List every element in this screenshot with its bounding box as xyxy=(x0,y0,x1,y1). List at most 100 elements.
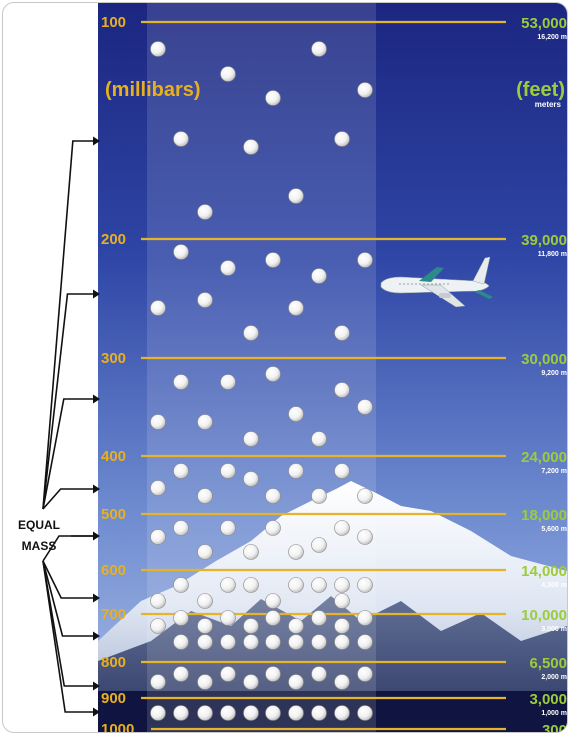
air-molecule xyxy=(288,674,304,690)
airplane-icon xyxy=(380,256,493,308)
arrow-head-icon xyxy=(93,289,100,299)
air-molecule xyxy=(265,610,281,626)
air-molecule xyxy=(150,41,166,57)
air-molecule xyxy=(311,634,327,650)
units-feet: (feet) xyxy=(516,79,565,101)
air-molecule xyxy=(357,82,373,98)
millibar-label-900: 900 xyxy=(101,690,126,707)
air-molecule xyxy=(243,431,259,447)
air-molecule xyxy=(357,529,373,545)
air-molecule xyxy=(357,488,373,504)
air-molecule xyxy=(288,188,304,204)
air-molecule xyxy=(220,610,236,626)
air-molecule xyxy=(220,66,236,82)
air-molecule xyxy=(311,610,327,626)
air-molecule xyxy=(265,366,281,382)
air-molecules xyxy=(150,41,373,721)
equal-mass-arrow xyxy=(42,293,93,510)
air-molecule xyxy=(173,244,189,260)
air-molecule xyxy=(288,618,304,634)
equal-mass-arrow xyxy=(42,140,93,510)
air-molecule xyxy=(150,414,166,430)
feet-label-700: 10,000 xyxy=(521,607,567,624)
millibar-label-1000: 1000 xyxy=(101,721,134,732)
air-molecule xyxy=(357,634,373,650)
air-molecule xyxy=(220,705,236,721)
air-molecule xyxy=(311,41,327,57)
air-molecule xyxy=(334,382,350,398)
air-molecule xyxy=(173,705,189,721)
millibar-label-300: 300 xyxy=(101,350,126,367)
air-molecule xyxy=(197,705,213,721)
meters-label-700: 3,000 m xyxy=(541,626,567,633)
air-molecule xyxy=(220,666,236,682)
air-molecule xyxy=(173,577,189,593)
equal-mass-arrow xyxy=(42,560,93,713)
air-molecule xyxy=(197,634,213,650)
air-molecule xyxy=(173,520,189,536)
air-molecule xyxy=(150,618,166,634)
air-molecule xyxy=(357,705,373,721)
air-molecule xyxy=(265,488,281,504)
meters-label-200: 11,800 m xyxy=(538,251,567,258)
air-molecule xyxy=(243,674,259,690)
millibar-label-600: 600 xyxy=(101,562,126,579)
air-molecule xyxy=(243,325,259,341)
air-molecule xyxy=(150,593,166,609)
air-molecule xyxy=(311,488,327,504)
equal-mass-arrow xyxy=(42,398,93,510)
air-molecule xyxy=(243,634,259,650)
air-molecule xyxy=(220,634,236,650)
millibar-label-200: 200 xyxy=(101,231,126,248)
feet-label-300: 30,000 xyxy=(521,351,567,368)
air-molecule xyxy=(334,131,350,147)
arrow-head-icon xyxy=(93,484,100,494)
air-molecule xyxy=(173,634,189,650)
pressure-lines xyxy=(141,20,506,731)
air-molecule xyxy=(334,520,350,536)
feet-label-200: 39,000 xyxy=(521,232,567,249)
meters-label-500: 5,600 m xyxy=(541,526,567,533)
equal-mass-arrows xyxy=(42,136,100,717)
air-molecule xyxy=(150,674,166,690)
air-molecule xyxy=(150,300,166,316)
feet-label-500: 18,000 xyxy=(521,507,567,524)
air-molecule xyxy=(173,463,189,479)
air-molecule xyxy=(265,90,281,106)
equal-mass-label-1: EQUAL xyxy=(18,518,60,532)
air-molecule xyxy=(197,488,213,504)
air-molecule xyxy=(220,260,236,276)
air-molecule xyxy=(288,463,304,479)
air-molecule xyxy=(334,463,350,479)
air-molecule xyxy=(357,666,373,682)
air-molecule xyxy=(265,593,281,609)
air-molecule xyxy=(197,292,213,308)
air-molecule xyxy=(288,544,304,560)
millibar-label-400: 400 xyxy=(101,448,126,465)
air-molecule xyxy=(288,300,304,316)
millibar-label-800: 800 xyxy=(101,654,126,671)
air-molecule xyxy=(311,705,327,721)
feet-label-1000: 300 xyxy=(542,722,567,732)
air-molecule xyxy=(334,674,350,690)
meters-label-800: 2,000 m xyxy=(541,674,567,681)
meters-label-100: 16,200 m xyxy=(537,34,567,41)
air-molecule xyxy=(265,634,281,650)
feet-label-100: 53,000 xyxy=(521,15,567,32)
millibar-label-500: 500 xyxy=(101,506,126,523)
equal-mass-arrow xyxy=(42,560,93,637)
meters-label-400: 7,200 m xyxy=(541,468,567,475)
air-molecule xyxy=(288,577,304,593)
air-molecule xyxy=(197,544,213,560)
air-molecule xyxy=(220,374,236,390)
feet-label-800: 6,500 xyxy=(529,655,567,672)
air-molecule xyxy=(334,325,350,341)
air-molecule xyxy=(357,252,373,268)
air-molecule xyxy=(334,593,350,609)
millibar-label-700: 700 xyxy=(101,606,126,623)
air-molecule xyxy=(173,610,189,626)
air-molecule xyxy=(220,577,236,593)
meters-label-600: 4,300 m xyxy=(541,582,567,589)
